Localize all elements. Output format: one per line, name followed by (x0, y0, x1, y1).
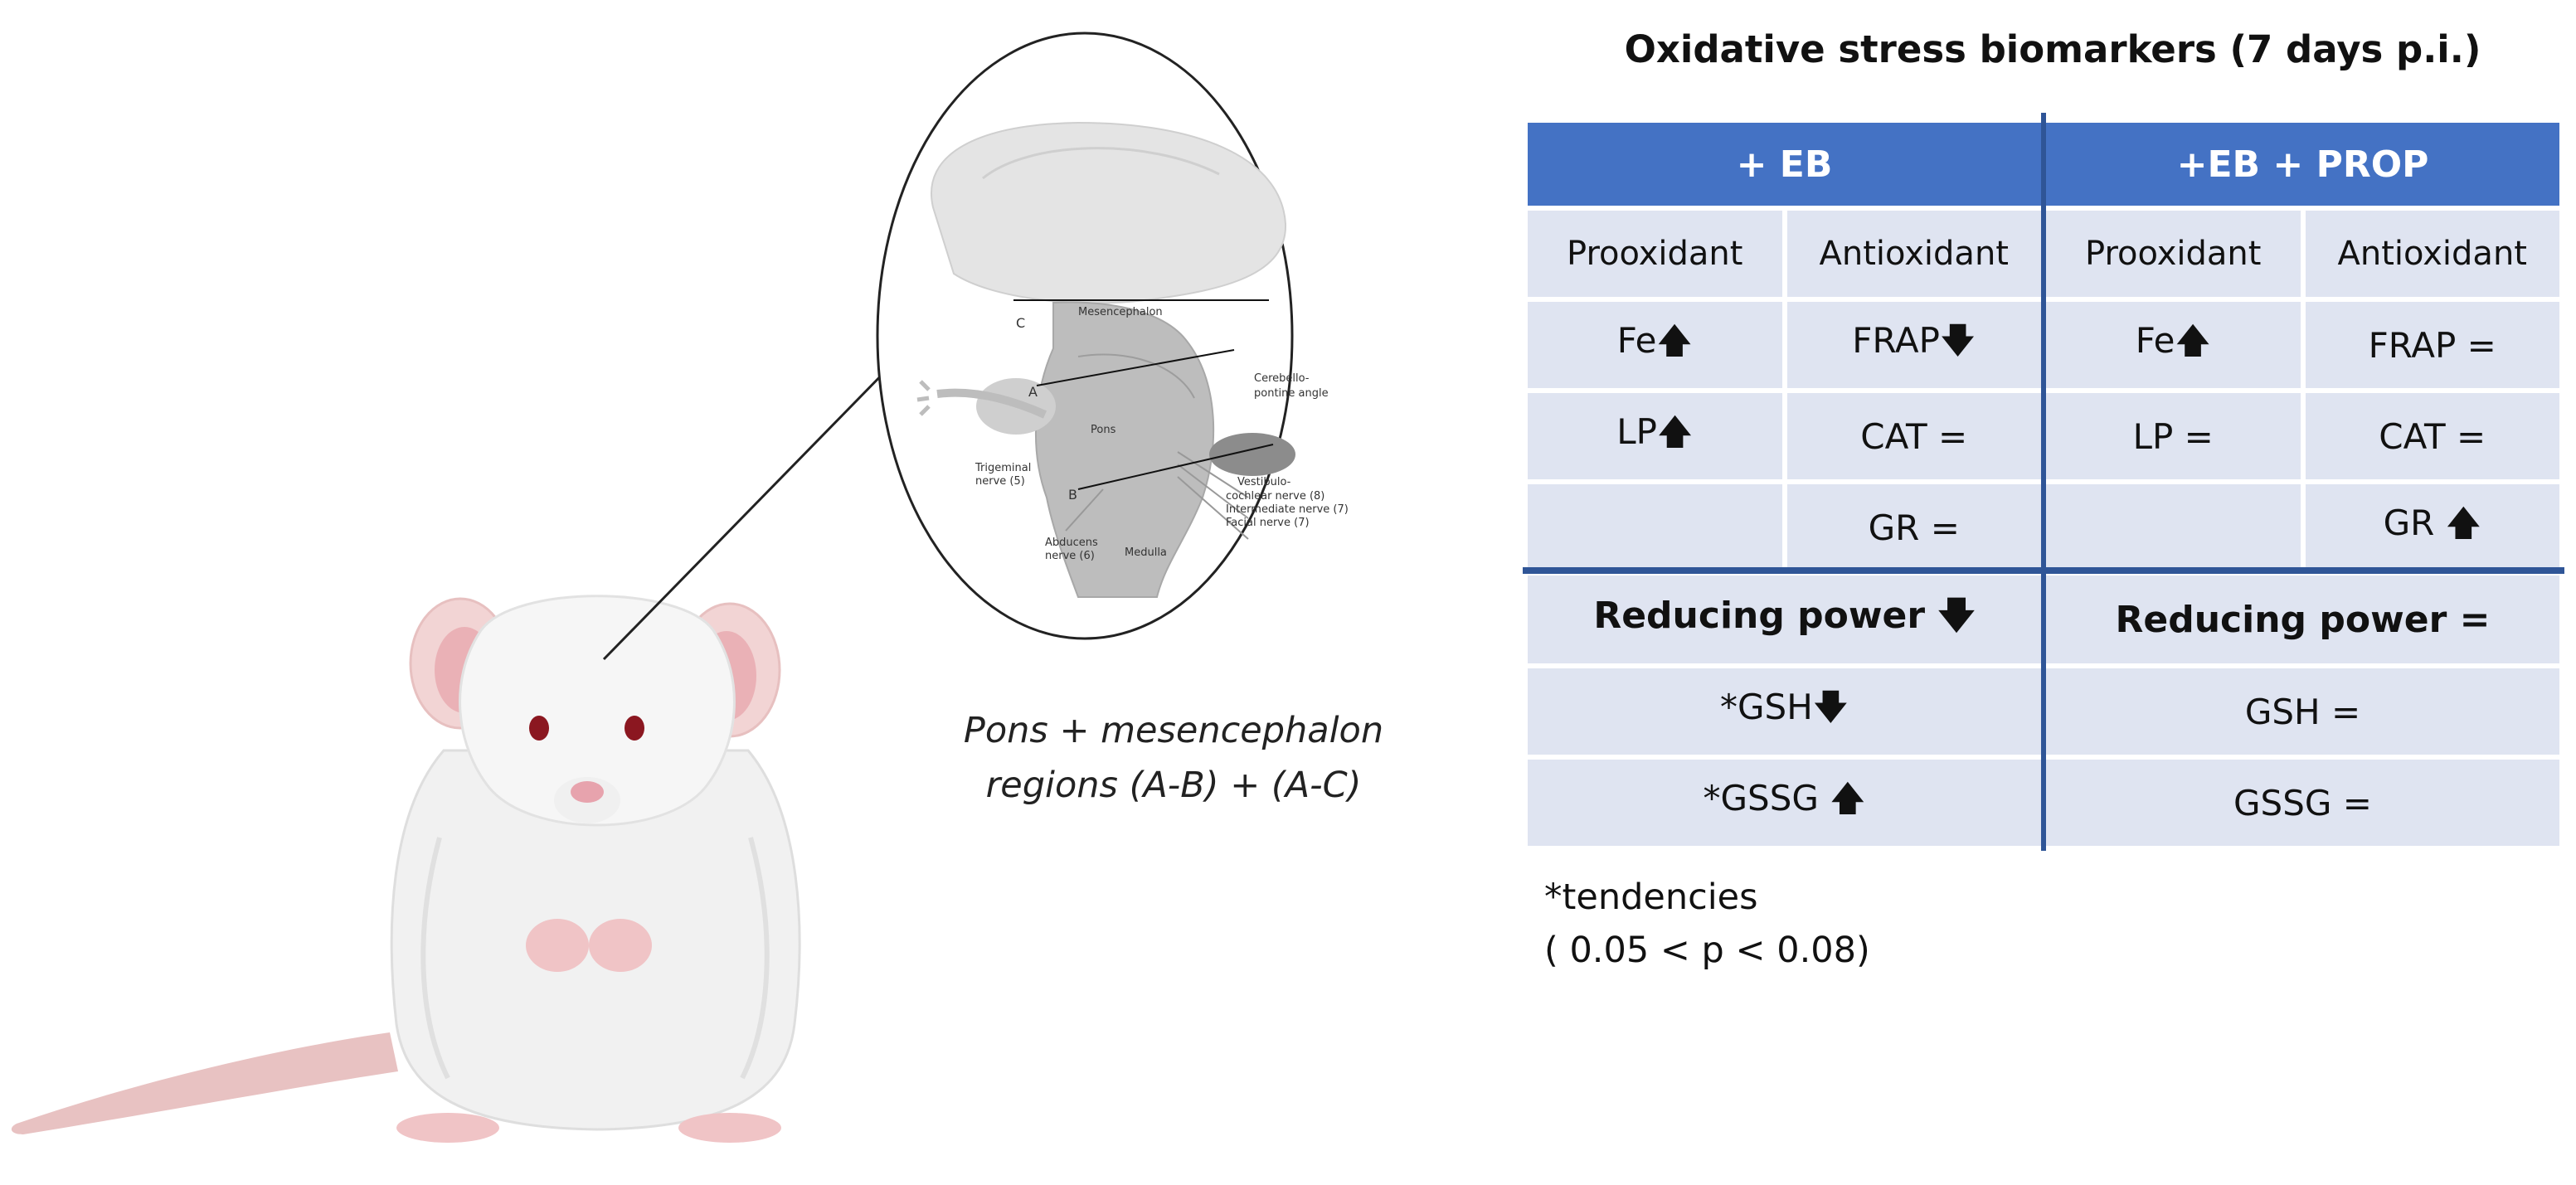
caption-line-2: regions (A-B) + (A-C) (985, 765, 1362, 806)
label-vestibulo-1: Vestibulo- (1237, 476, 1291, 488)
table-vertical-divider (2041, 113, 2046, 851)
group-header-eb: + EB (1528, 123, 2041, 206)
col-header-antioxidant-eb: Antioxidant (1786, 211, 2041, 297)
cell-frap-prop: FRAP = (2305, 302, 2559, 388)
cell-cat-eb: CAT = (1786, 393, 2041, 479)
label-medulla: Medulla (1125, 546, 1167, 559)
reducing-power-row: Reducing power 🡇 Reducing power = (1528, 576, 2559, 663)
arrow-up-icon: 🡅 (2175, 319, 2211, 361)
col-header-prooxidant-eb: Prooxidant (1528, 211, 1782, 297)
label-trigeminal-1: Trigeminal (975, 462, 1031, 474)
table-row: LP🡅 CAT = LP = CAT = (1528, 393, 2559, 479)
section-line-b (1077, 444, 1274, 490)
arrow-down-icon: 🡇 (1937, 594, 1976, 637)
cell-gr-prop: GR 🡅 (2305, 484, 2559, 571)
table-row: Fe🡅 FRAP🡇 Fe🡅 FRAP = (1528, 302, 2559, 388)
cell-gr-eb: GR = (1786, 484, 2041, 571)
biomarkers-table: + EB +EB + PROP Prooxidant Antioxidant P… (1523, 118, 2564, 851)
column-header-row: Prooxidant Antioxidant Prooxidant Antiox… (1528, 211, 2559, 297)
cell-empty-eb (1528, 484, 1782, 571)
rat-right-foot (678, 1113, 781, 1143)
arrow-down-icon: 🡇 (1940, 319, 1976, 361)
rat-left-hand (526, 919, 589, 972)
rat-nose (571, 781, 604, 803)
rat-head (459, 595, 736, 827)
table-row: *GSH🡇 GSH = (1528, 668, 2559, 755)
group-header-row: + EB +EB + PROP (1528, 123, 2559, 206)
rat-illustration (11, 595, 801, 1143)
arrow-up-icon: 🡅 (1830, 777, 1866, 818)
cell-gssg-eb: *GSSG 🡅 (1528, 760, 2041, 846)
arrow-down-icon: 🡇 (1812, 686, 1849, 727)
cell-gsh-prop: GSH = (2046, 668, 2559, 755)
rat-right-hand (589, 919, 652, 972)
rat-left-foot (396, 1113, 499, 1143)
label-abducens-1: Abducens (1045, 537, 1098, 549)
footnote: *tendencies ( 0.05 < p < 0.08) (1544, 871, 1870, 977)
caption-line-1: Pons + mesencephalon (963, 710, 1384, 751)
cell-empty-prop (2046, 484, 2301, 571)
arrow-up-icon: 🡅 (1657, 410, 1694, 452)
table-row: GR = GR 🡅 (1528, 484, 2559, 571)
cell-lp-prop: LP = (2046, 393, 2301, 479)
label-a: A (1028, 384, 1038, 400)
footnote-line-2: ( 0.05 < p < 0.08) (1544, 930, 1870, 971)
callout-connector (602, 363, 893, 661)
label-intermediate: Intermediate nerve (7) (1226, 503, 1349, 516)
cell-cat-prop: CAT = (2305, 393, 2559, 479)
cell-gssg-prop: GSSG = (2046, 760, 2559, 846)
cell-gsh-eb: *GSH🡇 (1528, 668, 2041, 755)
col-header-antioxidant-prop: Antioxidant (2305, 211, 2559, 297)
brainstem-illustration: Mesencephalon C A B Cerebello- pontine a… (916, 121, 1349, 598)
group-header-eb-prop: +EB + PROP (2046, 123, 2559, 206)
cell-fe-eb: Fe🡅 (1528, 302, 1782, 388)
label-pons: Pons (1091, 424, 1116, 436)
reducing-power-eb: Reducing power 🡇 (1528, 576, 2041, 663)
label-facial: Facial nerve (7) (1226, 517, 1310, 529)
arrow-up-icon: 🡅 (1656, 319, 1693, 361)
section-line-a (1036, 349, 1235, 386)
cell-fe-prop: Fe🡅 (2046, 302, 2301, 388)
cell-frap-eb: FRAP🡇 (1786, 302, 2041, 388)
table-row: *GSSG 🡅 GSSG = (1528, 760, 2559, 846)
col-header-prooxidant-prop: Prooxidant (2046, 211, 2301, 297)
rat-right-eye (625, 716, 644, 741)
table-title: Oxidative stress biomarkers (7 days p.i.… (1624, 27, 2481, 71)
reducing-power-prop: Reducing power = (2046, 576, 2559, 663)
cell-lp-eb: LP🡅 (1528, 393, 1782, 479)
arrow-up-icon: 🡅 (2445, 502, 2481, 543)
label-vestibulo-2: cochlear nerve (8) (1226, 490, 1324, 503)
label-trigeminal-2: nerve (5) (975, 475, 1025, 488)
footnote-line-1: *tendencies (1544, 877, 1758, 918)
label-b: B (1068, 487, 1077, 503)
label-cerebellopontine-1: Cerebello- (1254, 372, 1310, 385)
label-cerebellopontine-2: pontine angle (1254, 387, 1329, 400)
label-mesencephalon: Mesencephalon (1078, 306, 1163, 318)
label-c: C (1016, 315, 1025, 331)
rat-left-eye (529, 716, 549, 741)
pons-shape (1034, 301, 1215, 598)
brain-region-caption: Pons + mesencephalon regions (A-B) + (A-… (867, 703, 1480, 813)
table-horizontal-divider (1523, 567, 2564, 574)
rat-tail (11, 1032, 398, 1134)
label-abducens-2: nerve (6) (1045, 550, 1095, 562)
